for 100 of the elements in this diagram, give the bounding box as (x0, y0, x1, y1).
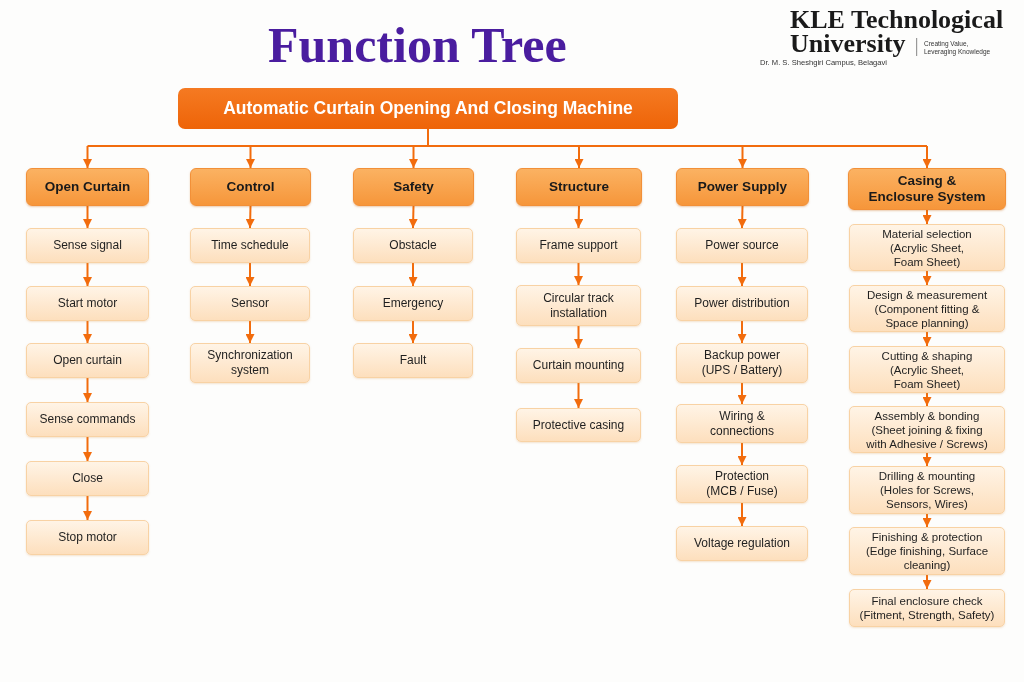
function-label: Sense commands (39, 412, 136, 427)
arrow (737, 502, 747, 527)
function-label: Design & measurement (Component fitting & Space planning) (865, 287, 989, 330)
arrow (574, 325, 583, 349)
arrow (922, 452, 932, 467)
university-name: University (790, 32, 906, 56)
arrow (83, 145, 92, 169)
sub-function-box (676, 404, 808, 443)
arrow (409, 145, 418, 169)
sub-function-box (26, 520, 149, 555)
arrow (922, 574, 932, 590)
arrow (408, 320, 418, 344)
function-label: Sensor (231, 296, 269, 311)
sub-function-box (26, 402, 149, 437)
arrow (245, 320, 255, 344)
arrow (922, 209, 932, 225)
sub-function-box (849, 224, 1005, 271)
function-label: Backup power (UPS / Battery) (700, 348, 784, 378)
function-group-box (353, 168, 474, 206)
sub-function-box (849, 466, 1005, 514)
university-name: KLE Technological (790, 8, 1004, 32)
arrow (737, 320, 747, 344)
function-label: Finishing & protection (Edge finishing, Surface cleaning) (864, 530, 990, 572)
sub-function-box (676, 526, 808, 561)
arrow (737, 442, 747, 466)
function-label: Frame support (539, 238, 618, 253)
arrow (408, 262, 418, 287)
function-label: Fault (399, 353, 427, 368)
function-label: Drilling & mounting (Holes for Screws, Sensors, Wires) (877, 469, 977, 511)
arrow (408, 205, 418, 229)
sub-function-box (676, 465, 808, 503)
function-label: Stop motor (58, 530, 117, 545)
sub-function-box (26, 228, 149, 263)
function-label: Close (72, 471, 103, 486)
function-group-box (26, 168, 149, 206)
function-group-box (516, 168, 642, 206)
diagram-title: Function Tree (268, 20, 567, 70)
sub-function-box (26, 461, 149, 496)
function-label: Synchronization system (206, 348, 294, 378)
function-label: Sense signal (53, 238, 122, 253)
sub-function-box (849, 589, 1005, 627)
sub-function-box (190, 343, 310, 383)
sub-function-box (353, 343, 473, 378)
arrow (922, 145, 932, 169)
connector-line (86, 128, 928, 147)
arrow (574, 262, 583, 286)
function-label: Power source (705, 238, 779, 253)
sub-function-box (849, 527, 1005, 575)
function-label: Material selection (Acrylic Sheet, Foam Sheet) (881, 226, 973, 269)
function-label: Protection (MCB / Fuse) (705, 469, 779, 499)
function-label: Final enclosure check (Fitment, Strength, Safety) (858, 594, 996, 622)
sub-function-box (849, 346, 1005, 393)
arrow (83, 262, 92, 287)
sub-function-box (516, 348, 641, 383)
sub-function-box (676, 343, 808, 383)
sub-function-box (353, 286, 473, 321)
function-group-box (190, 168, 311, 206)
sub-function-box (190, 286, 310, 321)
function-label: Cutting & shaping (Acrylic Sheet, Foam Sheet) (880, 348, 974, 391)
sub-function-box (849, 285, 1005, 332)
arrow (574, 145, 584, 169)
function-label: Obstacle (389, 238, 437, 253)
arrow (574, 205, 584, 229)
arrow (737, 382, 747, 405)
sub-function-box (26, 343, 149, 378)
function-label: Assembly & bonding (Sheet joining & fixing with Adhesive / Screws) (865, 408, 989, 451)
main-function-box (178, 88, 678, 129)
sub-function-box (849, 406, 1005, 453)
function-label: Wiring & connections (708, 408, 775, 439)
function-label: Circular track installation (542, 290, 615, 321)
function-label: Curtain mounting (532, 358, 625, 373)
function-label: Safety (393, 179, 434, 195)
sub-function-box (676, 228, 808, 263)
sub-function-box (516, 408, 641, 442)
function-label: Open Curtain (44, 179, 131, 195)
arrow (83, 205, 92, 229)
function-label: Power Supply (697, 179, 788, 195)
arrow (922, 513, 932, 528)
function-label: Casing & Enclosure System (867, 173, 987, 205)
arrow (83, 436, 92, 462)
arrow (737, 262, 747, 287)
function-label: Time schedule (211, 238, 289, 253)
arrow (246, 145, 255, 169)
function-label: Protective casing (532, 417, 625, 433)
function-label: Emergency (382, 296, 444, 311)
arrow (922, 331, 932, 347)
function-label: Structure (549, 179, 609, 195)
arrow (245, 262, 255, 287)
arrow (737, 205, 747, 229)
arrow (922, 392, 932, 407)
arrow (574, 382, 583, 409)
arrow (83, 320, 92, 344)
sub-function-box (516, 285, 641, 326)
function-group-box (848, 168, 1006, 210)
arrow (738, 145, 747, 169)
sub-function-box (190, 228, 310, 263)
function-label: Control (226, 179, 275, 195)
sub-function-box (26, 286, 149, 321)
arrow (83, 377, 92, 403)
arrow (245, 205, 255, 229)
